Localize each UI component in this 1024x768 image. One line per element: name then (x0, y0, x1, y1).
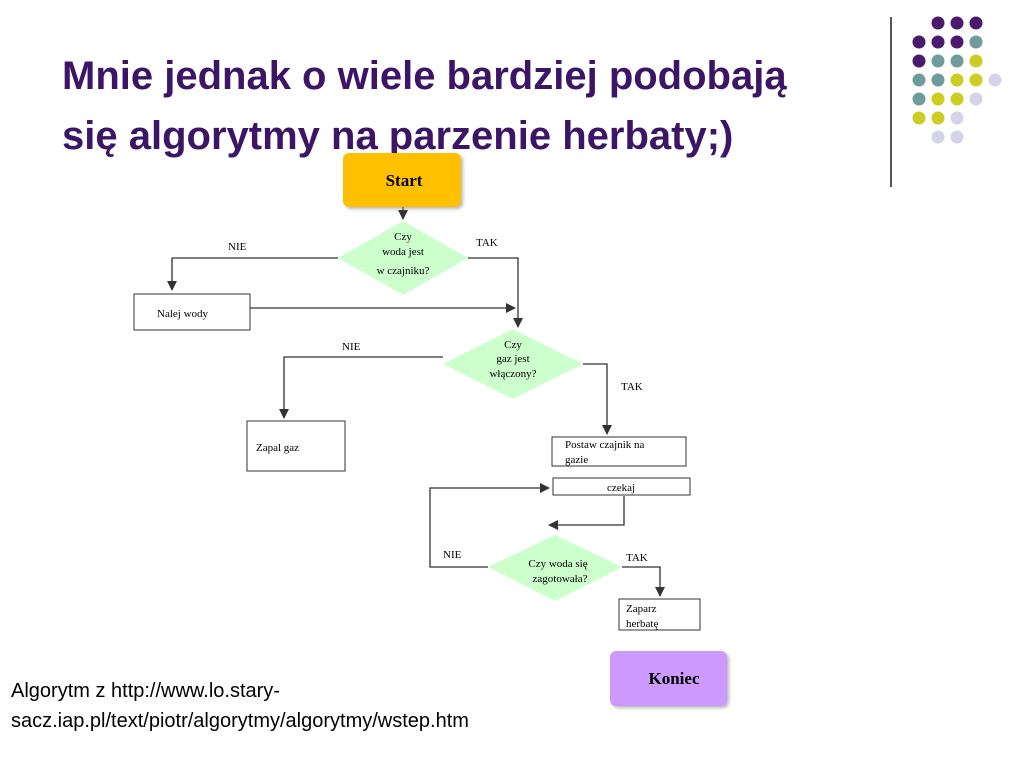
decorative-dot (969, 73, 983, 87)
decorative-dot (931, 111, 945, 125)
decorative-dot (931, 54, 945, 68)
decorative-dot (969, 92, 983, 106)
decorative-dot (969, 35, 983, 49)
connectors (167, 207, 665, 597)
end-label: Koniec (649, 669, 700, 688)
wait-label: czekaj (607, 482, 635, 494)
decorative-dot (912, 35, 926, 49)
decorative-dot (950, 73, 964, 87)
q1-line-3: w czajniku? (377, 265, 430, 277)
process-pour-water (133, 293, 251, 331)
decorative-dot (912, 54, 926, 68)
source-footnote: Algorytm z http://www.lo.stary- sacz.iap… (11, 676, 469, 736)
decorative-dot (931, 73, 945, 87)
q3-no-label: NIE (443, 549, 462, 561)
q3-yes-label: TAK (626, 552, 648, 564)
process-put-kettle (551, 436, 687, 467)
arrow-wait-to-q3 (548, 496, 625, 530)
decorative-dot (931, 92, 945, 106)
kettle-line-2: gazie (565, 454, 588, 466)
arrow-loop-back (429, 483, 550, 568)
start-terminal (343, 153, 461, 207)
q2-line-3: włączony? (489, 368, 536, 380)
q1-line-2: woda jest (382, 246, 424, 258)
kettle-line-1: Postaw czajnik na (565, 439, 645, 451)
decorative-dot (931, 35, 945, 49)
decorative-dot (912, 73, 926, 87)
decorative-dot (950, 16, 964, 30)
title-line-1: Mnie jednak o wiele bardziej podobają (62, 54, 787, 98)
decorative-dot (988, 73, 1002, 87)
title-line-2: się algorytmy na parzenie herbaty;) (62, 114, 734, 158)
end-terminal (610, 651, 727, 706)
q2-yes-label: TAK (621, 381, 643, 393)
q3-line-2: zagotowała? (533, 573, 588, 585)
footnote-line-1: Algorytm z http://www.lo.stary- (11, 680, 280, 702)
arrow-q1-yes (468, 257, 523, 328)
q3-line-1: Czy woda się (528, 558, 587, 570)
q2-line-1: Czy (504, 339, 522, 351)
decision-water-in-kettle (338, 221, 468, 295)
q1-no-label: NIE (228, 241, 247, 253)
q2-line-2: gaz jest (496, 353, 529, 365)
decorative-dot (931, 130, 945, 144)
pour-label: Nalej wody (157, 308, 209, 320)
process-brew-tea (618, 598, 701, 631)
arrow-q3-yes (622, 566, 665, 597)
decorative-dot (950, 92, 964, 106)
decorative-dot (969, 54, 983, 68)
light-label: Zapal gaz (256, 442, 299, 454)
decorative-dot (931, 16, 945, 30)
arrow-q2-yes (583, 363, 612, 435)
start-label: Start (386, 171, 423, 190)
process-wait (552, 477, 691, 496)
decision-gas-on (443, 329, 583, 399)
decorative-dot (912, 92, 926, 106)
brew-line-2: herbatę (626, 618, 658, 630)
q1-yes-label: TAK (476, 237, 498, 249)
decorative-dot (969, 16, 983, 30)
footnote-line-2: sacz.iap.pl/text/piotr/algorytmy/algoryt… (11, 710, 469, 732)
slide-title: Mnie jednak o wiele bardziej podobają si… (62, 46, 892, 166)
decorative-dot (912, 111, 926, 125)
decision-water-boiled (488, 535, 622, 601)
brew-line-1: Zaparz (626, 603, 657, 615)
arrow-q1-no (167, 257, 338, 291)
q1-line-1: Czy (394, 231, 412, 243)
decorative-dot (950, 35, 964, 49)
decorative-dot (950, 111, 964, 125)
arrow-q2-no (279, 356, 443, 419)
divider-line (890, 17, 892, 187)
q2-no-label: NIE (342, 341, 361, 353)
process-light-gas (246, 420, 346, 472)
decorative-dot (950, 130, 964, 144)
decorative-dot (950, 54, 964, 68)
